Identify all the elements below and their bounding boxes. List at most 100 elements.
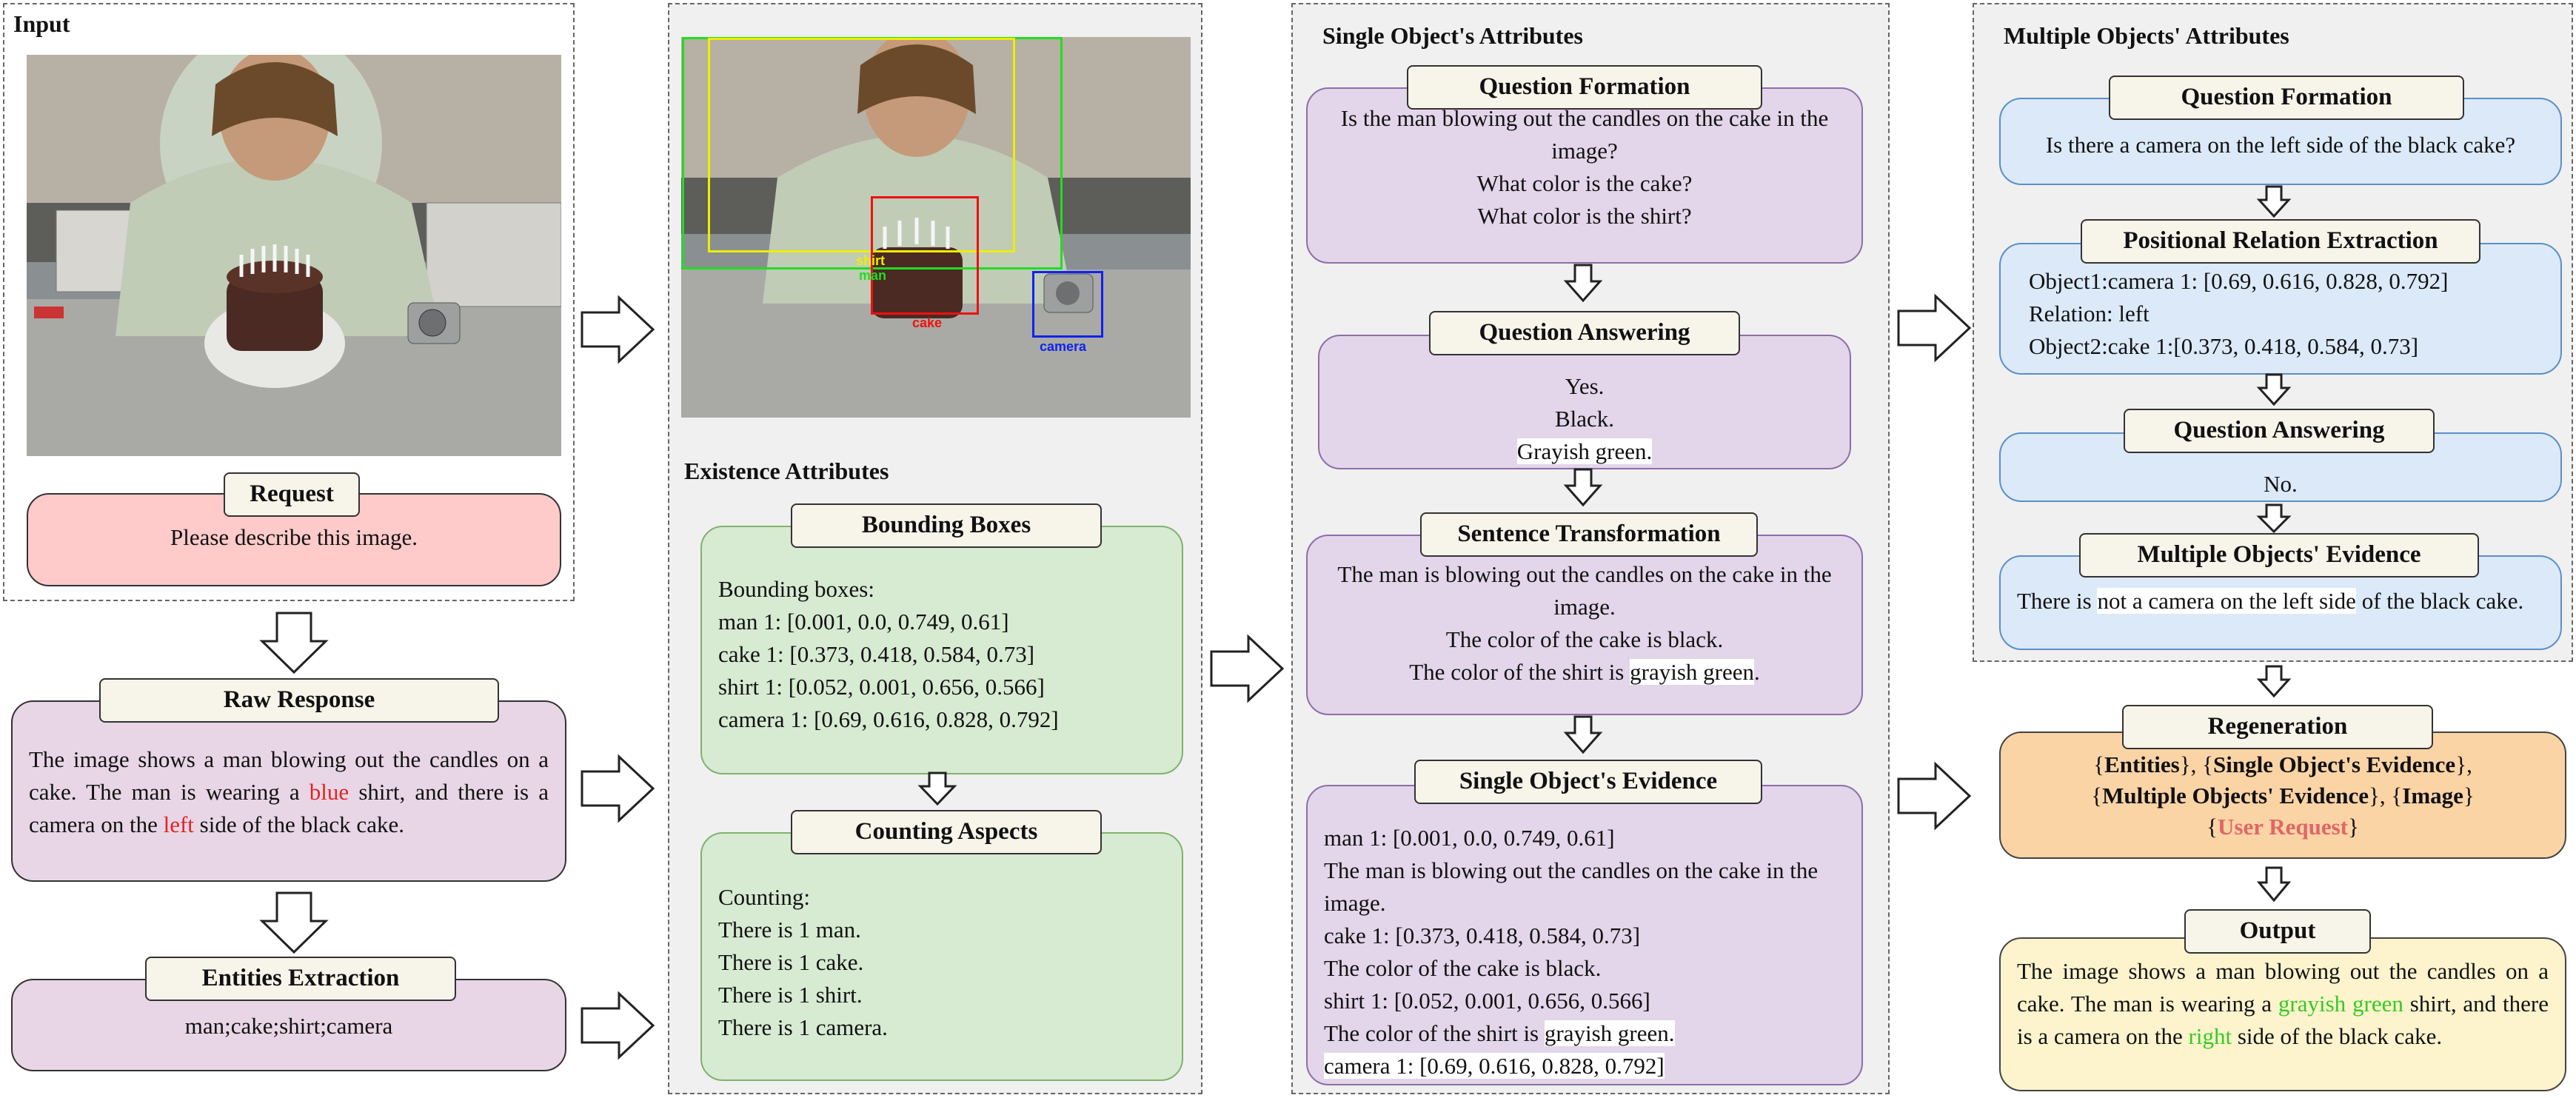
single-ev-line: The color of the cake is black. xyxy=(1324,955,1602,981)
raw-response-text-1: The image shows a man blowing out the ca… xyxy=(29,746,549,805)
arrow-right-icon xyxy=(1897,293,1972,363)
multi-ev-a: There is xyxy=(2017,588,2098,614)
multi-qf-label: Question Formation xyxy=(2109,76,2464,120)
single-qf-line: What color is the shirt? xyxy=(1477,203,1692,229)
bbox-label-camera: camera xyxy=(1040,339,1087,354)
output-text-1: The image shows a man blowing out the ca… xyxy=(2017,958,2549,1017)
regeneration-box: {Entities}, {Single Object's Evidence}, … xyxy=(1999,732,2566,859)
request-text: Please describe this image. xyxy=(170,524,418,550)
arrow-down-icon xyxy=(1563,468,1603,507)
existence-title: Existence Attributes xyxy=(684,458,889,484)
single-object-panel: Single Object's Attributes Is the man bl… xyxy=(1291,3,1890,1094)
regen-single-evidence: Single Object's Evidence xyxy=(2212,751,2456,777)
raw-response-word-left: left xyxy=(163,811,194,837)
count-line: There is 1 cake. xyxy=(718,949,864,975)
input-panel-title: Input xyxy=(13,10,70,37)
multiple-objects-title: Multiple Objects' Attributes xyxy=(2004,22,2289,49)
entities-label: Entities Extraction xyxy=(145,957,456,1001)
bounding-boxes-box: Bounding boxes: man 1: [0.001, 0.0, 0.74… xyxy=(700,526,1183,774)
pr-line: Object2:cake 1:[0.373, 0.418, 0.584, 0.7… xyxy=(2029,333,2419,359)
single-qf-label: Question Formation xyxy=(1407,65,1762,110)
st-line-3b: grayish green xyxy=(1630,659,1754,685)
bbox-line: shirt 1: [0.052, 0.001, 0.656, 0.566] xyxy=(718,674,1045,700)
output-text-2: shirt, and there is a camera on the xyxy=(2017,991,2549,1049)
entities-box: man;cake;shirt;camera xyxy=(11,979,566,1071)
single-ev-line: shirt 1: [0.052, 0.001, 0.656, 0.566] xyxy=(1324,988,1650,1014)
arrow-right-icon xyxy=(581,295,655,364)
single-qa-line: Black. xyxy=(1554,406,1615,432)
multi-evidence-label: Multiple Objects' Evidence xyxy=(2079,533,2479,578)
positional-relation-label: Positional Relation Extraction xyxy=(2081,219,2480,264)
arrow-down-icon xyxy=(2256,665,2292,698)
bbox-label-man: man xyxy=(859,268,887,283)
raw-response-text-2: shirt, and there is a camera on the xyxy=(29,779,549,837)
single-qf-box: Is the man blowing out the candles on th… xyxy=(1306,87,1863,264)
output-green-1: grayish green xyxy=(2278,991,2403,1017)
single-qf-line: What color is the cake? xyxy=(1476,170,1693,196)
multi-ev-c: of the black cake. xyxy=(2355,588,2524,614)
multi-qf-text: Is there a camera on the left side of th… xyxy=(2045,132,2516,158)
count-line: Counting: xyxy=(718,884,811,910)
single-evidence-label: Single Object's Evidence xyxy=(1414,760,1762,804)
single-ev-line-7: camera 1: [0.69, 0.616, 0.828, 0.792] xyxy=(1324,1053,1665,1079)
single-qf-line: Is the man blowing out the candles on th… xyxy=(1340,105,1829,164)
arrow-down-icon xyxy=(1563,715,1603,754)
sentence-transformation-label: Sentence Transformation xyxy=(1420,512,1758,557)
single-qa-box: Yes. Black. Grayish green. xyxy=(1318,335,1851,469)
regen-image: Image xyxy=(2402,783,2463,809)
camera-bbox xyxy=(1032,271,1103,338)
arrow-down-icon xyxy=(2256,503,2292,534)
multiple-objects-panel: Multiple Objects' Attributes Is there a … xyxy=(1973,3,2573,662)
arrow-down-icon xyxy=(917,771,957,806)
raw-response-box: The image shows a man blowing out the ca… xyxy=(11,700,566,882)
single-qa-label: Question Answering xyxy=(1429,311,1740,355)
single-ev-line: man 1: [0.001, 0.0, 0.749, 0.61] xyxy=(1324,825,1615,851)
arrow-down-icon xyxy=(1563,264,1603,303)
birthday-photo-illustration xyxy=(27,25,562,456)
st-line-3a: The color of the shirt is xyxy=(1409,659,1630,685)
existence-panel: shirt man cake camera Existence Attribut… xyxy=(668,3,1202,1094)
output-label: Output xyxy=(2184,909,2371,954)
single-ev-line: cake 1: [0.373, 0.418, 0.584, 0.73] xyxy=(1324,923,1641,948)
detection-photo-illustration xyxy=(681,30,1191,418)
counting-label: Counting Aspects xyxy=(791,810,1102,854)
regeneration-label: Regeneration xyxy=(2122,705,2433,749)
arrow-down-icon xyxy=(2256,866,2292,903)
bbox-label-cake: cake xyxy=(912,315,943,330)
multi-ev-b: not a camera on the left side xyxy=(2097,588,2356,614)
arrow-right-icon xyxy=(1210,634,1285,703)
regen-user-request: User Request xyxy=(2218,814,2348,840)
arrow-right-icon xyxy=(581,991,655,1060)
request-label: Request xyxy=(224,472,360,517)
sentence-transformation-box: The man is blowing out the candles on th… xyxy=(1306,535,1863,715)
input-photo xyxy=(27,25,562,456)
count-line: There is 1 man. xyxy=(718,917,861,943)
counting-box: Counting: There is 1 man. There is 1 cak… xyxy=(700,832,1183,1081)
count-line: There is 1 shirt. xyxy=(718,982,863,1008)
cake-bbox xyxy=(871,196,979,315)
output-green-2: right xyxy=(2188,1023,2232,1049)
raw-response-word-blue: blue xyxy=(309,779,349,805)
bbox-line: camera 1: [0.69, 0.616, 0.828, 0.792] xyxy=(718,706,1059,732)
detection-photo: shirt man cake camera xyxy=(681,30,1191,418)
arrow-down-icon xyxy=(259,612,329,674)
single-ev-line-6a: The color of the shirt is xyxy=(1324,1020,1545,1046)
st-line-1: The man is blowing out the candles on th… xyxy=(1337,561,1832,620)
single-qa-line: Yes. xyxy=(1565,373,1605,399)
single-ev-line-6b: grayish green. xyxy=(1544,1020,1675,1046)
bbox-label-shirt: shirt xyxy=(856,253,886,268)
single-object-title: Single Object's Attributes xyxy=(1322,22,1583,49)
output-text-3: side of the black cake. xyxy=(2232,1023,2443,1049)
arrow-down-icon xyxy=(2256,373,2292,406)
arrow-down-icon xyxy=(259,891,329,954)
bbox-line: man 1: [0.001, 0.0, 0.749, 0.61] xyxy=(718,609,1009,635)
multi-qa-text: No. xyxy=(2264,471,2298,497)
bbox-line: Bounding boxes: xyxy=(718,576,874,602)
raw-response-text-3: side of the black cake. xyxy=(193,811,404,837)
arrow-down-icon xyxy=(2256,185,2292,218)
output-box: The image shows a man blowing out the ca… xyxy=(1999,937,2566,1091)
single-evidence-box: man 1: [0.001, 0.0, 0.749, 0.61] The man… xyxy=(1306,785,1863,1085)
pr-line: Object1:camera 1: [0.69, 0.616, 0.828, 0… xyxy=(2029,268,2449,294)
raw-response-label: Raw Response xyxy=(99,678,499,723)
st-line-3c: . xyxy=(1754,659,1760,685)
